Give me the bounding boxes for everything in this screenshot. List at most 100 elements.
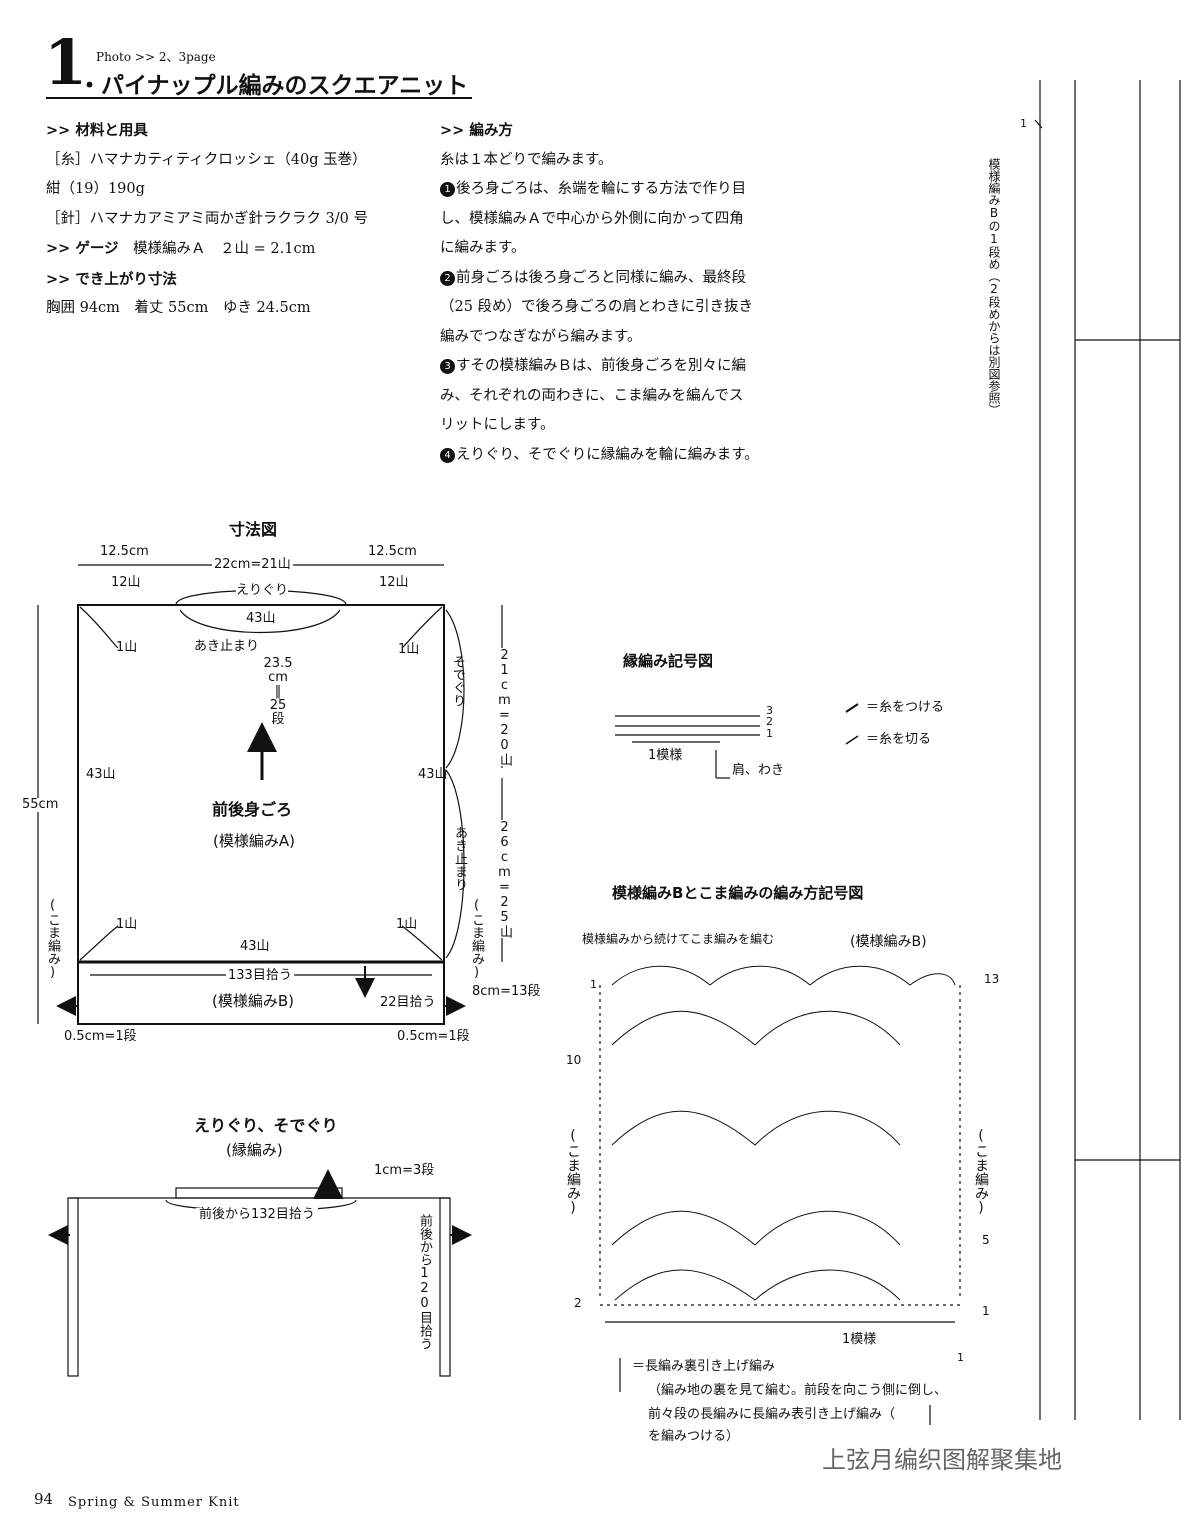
- step-text: リットにします。: [440, 417, 555, 433]
- body-rows-count: 25: [269, 698, 287, 713]
- corner-count-tr: 1山: [398, 642, 420, 657]
- chart-single-right: (こま編み): [973, 1128, 989, 1216]
- top-count: 43山: [246, 611, 276, 626]
- step-text: すその模様編みＢは、前後身ごろを別々に編: [456, 358, 746, 374]
- step-text: み、それぞれの両わきに、こま編みを編んでス: [440, 387, 744, 404]
- opening-stop-side: あき止まり: [452, 826, 467, 891]
- armhole-label: そでぐり: [450, 655, 465, 707]
- step-number: 1: [440, 182, 455, 197]
- chart-repeat: 1模様: [842, 1332, 877, 1347]
- hem-side-pickup: 22目拾う: [380, 995, 436, 1010]
- chart-row-13: 13: [984, 972, 1000, 986]
- chart-row-10: 10: [566, 1053, 582, 1067]
- step-text: 編みでつなぎながら編みます。: [440, 328, 642, 345]
- materials-section: >> 材料と用具 ［糸］ハマナカティティクロッシェ（40g 玉巻） 紺（19）1…: [46, 116, 368, 324]
- chart-row-1-left: 1: [590, 978, 597, 991]
- step-text: 後ろ身ごろは、糸端を輪にする方法で作り目: [456, 181, 747, 197]
- size-diagram-title: 寸法図: [229, 520, 278, 539]
- body-rows-unit: cm: [268, 670, 288, 685]
- armhole-size: 21cm=20山: [497, 648, 512, 766]
- legend-note-2: （編み地の裏を見て編む。前段を向こう側に倒し、: [648, 1383, 948, 1398]
- total-length: 55cm: [22, 797, 59, 812]
- shoulder-right-count: 12山: [379, 575, 409, 590]
- hook-line: ［針］ハマナカアミアミ両かぎ針ラクラク 3/0 号: [46, 210, 368, 227]
- body-rows-value: 23.5: [263, 656, 293, 671]
- corner-count-br: 1山: [396, 917, 418, 932]
- shoulder-left-count: 12山: [111, 575, 141, 590]
- body-rows: 23.5 cm ‖ 25 段: [262, 657, 294, 727]
- chart-row-1-bottom: 1: [957, 1351, 964, 1364]
- single-crochet-left: (こま編み): [45, 898, 60, 980]
- legend-note-4: を編みつける）: [648, 1429, 740, 1444]
- hem-pattern: (模様編みB): [212, 992, 294, 1010]
- trim-pattern: (縁編み): [226, 1141, 283, 1159]
- edge-row-2: 2: [766, 715, 773, 728]
- edge-row-3: 3: [766, 704, 773, 717]
- step-text: えりぐり、そでぐりに縁編みを輪に編みます。: [456, 446, 759, 463]
- side-chart-label: 模様編みBの1段め（2段めからは別図参照）: [987, 158, 1001, 416]
- chapter-number: 1: [44, 26, 88, 99]
- single-crochet-right: (こま編み): [469, 898, 484, 980]
- neck-width: 22cm=21山: [212, 557, 293, 572]
- step-text: 前身ごろは後ろ身ごろと同様に編み、最終段: [456, 269, 746, 286]
- materials-heading: >> 材料と用具: [46, 122, 148, 139]
- color-line: 紺（19）190g: [46, 181, 145, 197]
- continue-note: 模様編みから続けてこま編みを編む: [582, 932, 775, 946]
- chart-row-5: 5: [982, 1233, 990, 1247]
- page-title: ・パイナップル編みのスクエアニット: [78, 72, 469, 99]
- gauge-value: 模様編みＡ ２山 = 2.1cm: [133, 241, 316, 257]
- hem-pickup: 133目拾う: [226, 968, 294, 983]
- pattern-b-title: 模様編みBとこま編みの編み方記号図: [612, 884, 864, 902]
- neck-label: えりぐり: [236, 583, 289, 598]
- pattern-b-label: (模様編みB): [850, 934, 927, 950]
- edge-position: 肩、わき: [732, 763, 785, 778]
- trim-diagram-title: えりぐり、そでぐり: [194, 1116, 338, 1135]
- corner-count-tl: 1山: [116, 640, 138, 655]
- edge-chart-title: 縁編み記号図: [623, 652, 714, 670]
- body-rows-label: 段: [271, 712, 285, 727]
- step-text: し、模様編みＡで中心から外側に向かって四角: [440, 210, 744, 227]
- step-text: に編みます。: [440, 240, 526, 256]
- photo-reference: Photo >> 2、3page: [96, 50, 216, 64]
- side-count-right: 43山: [418, 767, 448, 782]
- size-value: 胸囲 94cm 着丈 55cm ゆき 24.5cm: [46, 300, 311, 316]
- gauge-heading: >> ゲージ: [46, 240, 119, 257]
- shoulder-left-size: 12.5cm: [100, 544, 149, 559]
- watermark: 上弦月编织图解聚集地: [822, 1446, 1062, 1474]
- page-number: 94: [34, 1490, 54, 1508]
- chart-row-1-right: 1: [982, 1304, 990, 1318]
- bottom-count: 43山: [240, 939, 270, 954]
- row-height-right: 0.5cm=1段: [397, 1029, 470, 1044]
- magazine-name: Spring & Summer Knit: [68, 1495, 240, 1510]
- step-number: 2: [440, 270, 455, 286]
- hem-height: 8cm=13段: [472, 984, 541, 999]
- yarn-line: ［糸］ハマナカティティクロッシェ（40g 玉巻）: [46, 151, 367, 168]
- corner-count-bl: 1山: [116, 917, 138, 932]
- body-outline: [77, 604, 445, 963]
- opening-size: 26cm=25山: [497, 820, 512, 938]
- body-pattern: (模様編みA): [213, 832, 295, 850]
- legend-attach: ＝糸をつける: [866, 700, 945, 715]
- shoulder-right-size: 12.5cm: [368, 544, 417, 559]
- title-underline: [46, 97, 472, 99]
- edge-repeat: 1模様: [648, 748, 683, 763]
- side-chart-row: 1: [1020, 117, 1027, 130]
- step-number: 3: [440, 359, 455, 374]
- opening-stop: あき止まり: [194, 639, 260, 654]
- size-heading: >> でき上がり寸法: [46, 270, 177, 288]
- neck-pickup: 前後から132目拾う: [196, 1208, 318, 1221]
- step-text: （25 段め）で後ろ身ごろの肩とわきに引き抜き: [440, 299, 754, 315]
- instructions-intro: 糸は１本どりで編みます。: [440, 151, 613, 168]
- trim-height: 1cm=3段: [374, 1163, 435, 1178]
- chart-single-left: (こま編み): [565, 1128, 581, 1216]
- legend-note-1: ＝長編み裏引き上げ編み: [632, 1359, 776, 1374]
- chart-row-2: 2: [574, 1296, 582, 1310]
- instructions-heading: >> 編み方: [440, 122, 513, 139]
- body-rows-equals: ‖: [274, 684, 282, 699]
